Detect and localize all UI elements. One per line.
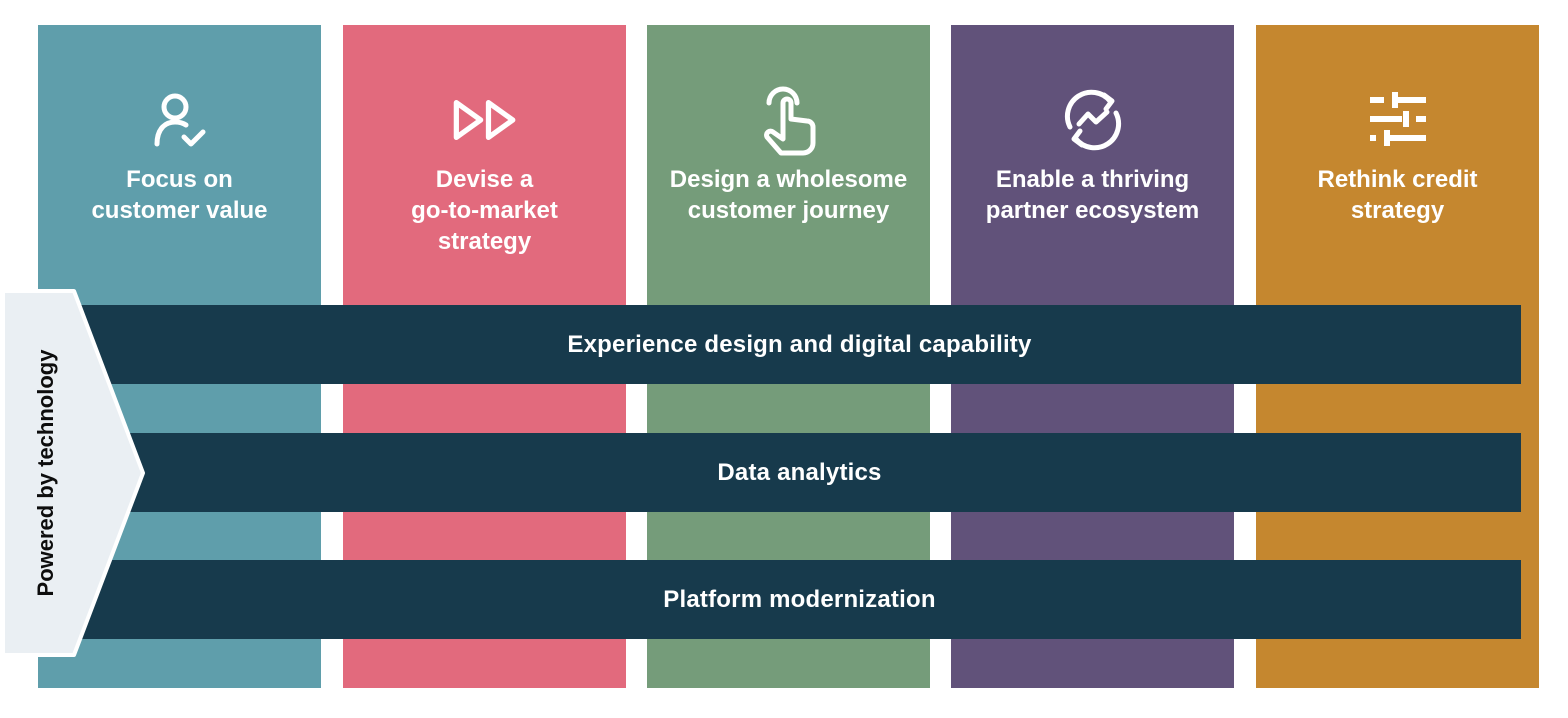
fast-forward-icon — [452, 87, 518, 153]
column-title: Rethink credit strategy — [1317, 166, 1478, 224]
powered-by-technology-arrow — [1, 289, 145, 657]
sliders-icon — [1365, 87, 1431, 153]
powered-by-technology-label: Powered by technology — [33, 349, 58, 597]
cycle-trend-icon — [1060, 87, 1126, 153]
user-check-icon — [147, 87, 213, 153]
column-title: Design a wholesome customer journey — [669, 166, 908, 224]
band-experience-design: Experience design and digital capability — [78, 305, 1521, 384]
band-platform-modernization: Platform modernization — [78, 560, 1521, 639]
touch-hand-icon — [756, 86, 822, 156]
column-title: Devise a go-to-market strategy — [411, 166, 558, 255]
column-title: Enable a thriving partner ecosystem — [985, 166, 1200, 224]
band-data-analytics: Data analytics — [78, 433, 1521, 512]
column-title: Focus on customer value — [91, 166, 268, 224]
